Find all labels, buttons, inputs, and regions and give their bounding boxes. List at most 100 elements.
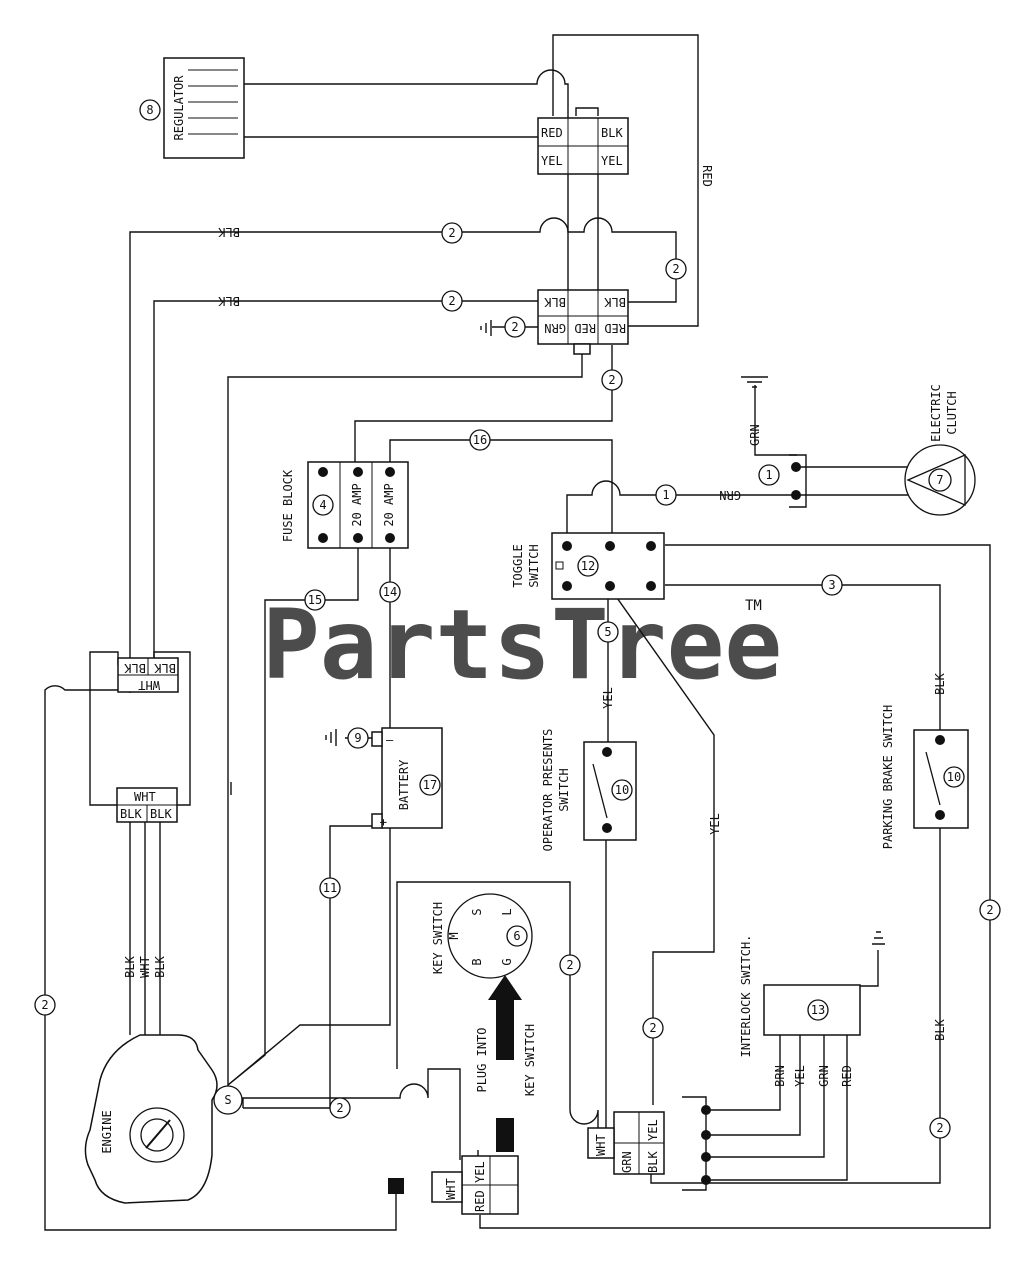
wire-label: BLK <box>933 1018 947 1040</box>
wire-label: BLK <box>123 955 137 977</box>
wire-number-text: 2 <box>608 373 615 387</box>
wire-label: BLK <box>153 955 167 977</box>
connector-cell: BLK <box>154 661 176 675</box>
wire-number-text: 2 <box>936 1121 943 1135</box>
toggle-switch-number: 12 <box>581 559 595 573</box>
key-switch-label: KEY SWITCH <box>431 902 445 974</box>
wire-number-text: 1 <box>765 468 772 482</box>
wire-number: 15 <box>304 589 326 611</box>
ground-block <box>388 1178 404 1194</box>
connector-engine-upper: BLK BLK WHT <box>117 657 179 693</box>
interlock-lead-label: RED <box>840 1065 854 1087</box>
wire-number: 2 <box>504 316 526 338</box>
wire-number: 2 <box>601 369 623 391</box>
starter-label: S <box>224 1093 231 1107</box>
wire-number: 2 <box>559 954 581 976</box>
wire-number: 2 <box>441 222 463 244</box>
connector-cell: RED <box>604 321 626 335</box>
key-switch-terminal-b: B <box>470 958 484 965</box>
fuse-block-number: 4 <box>319 498 326 512</box>
wire-label: BLK <box>218 225 240 239</box>
regulator-number: 8 <box>146 103 153 117</box>
battery-plus: + <box>376 819 390 826</box>
connector-cell: YEL <box>646 1119 660 1141</box>
wire-number-text: 2 <box>566 958 573 972</box>
operator-switch-number: 10 <box>615 783 629 797</box>
parking-brake-switch: 10 PARKING BRAKE SWITCH <box>881 705 969 850</box>
wire-label: BLK <box>218 294 240 308</box>
operator-switch-label-1: OPERATOR PRESENTS <box>541 729 555 852</box>
parking-brake-switch-label: PARKING BRAKE SWITCH <box>881 705 895 850</box>
interlock-switch: 13 INTERLOCK SWITCH. BRN YEL GRN RED <box>701 935 861 1185</box>
connector-cell: BLK <box>646 1151 660 1173</box>
starter: S <box>213 1085 243 1115</box>
parking-brake-switch-number: 10 <box>947 770 961 784</box>
wire-number-text: 15 <box>308 593 322 607</box>
wire-number-text: 3 <box>828 578 835 592</box>
connector-cell: RED <box>541 126 563 140</box>
connector-reg-lower: BLK BLK GRN RED RED <box>537 289 629 355</box>
wiring <box>44 34 991 1231</box>
wire-number: 2 <box>329 1097 351 1119</box>
connector-cell: BLK <box>124 661 146 675</box>
wire-number: 5 <box>597 621 619 643</box>
connector-cell: WHT <box>138 678 160 692</box>
key-switch-terminal-m: M <box>447 932 461 939</box>
wire-label: YEL <box>601 687 615 709</box>
wire-label: WHT <box>138 956 152 978</box>
wire-number-text: 2 <box>41 998 48 1012</box>
connector-cell: WHT <box>444 1178 458 1200</box>
wire-number: 16 <box>469 429 491 451</box>
toggle-switch-label-1: TOGGLE <box>511 544 525 587</box>
wire-number: 3 <box>821 574 843 596</box>
interlock-lead-label: BRN <box>773 1065 787 1087</box>
key-switch-terminal-s: S <box>470 908 484 915</box>
key-switch-terminal-g: G <box>500 958 514 965</box>
engine-label: ENGINE <box>100 1110 114 1153</box>
operator-presents-switch: 10 OPERATOR PRESENTS SWITCH <box>541 729 637 852</box>
watermark: PartsTree <box>262 589 782 701</box>
fuse-block-label: FUSE BLOCK <box>281 469 295 542</box>
wire-number-text: 2 <box>448 294 455 308</box>
watermark-tm: TM <box>745 598 762 614</box>
wire-number: 2 <box>34 994 56 1016</box>
connector-cell: WHT <box>134 790 156 804</box>
wire-number-text: 2 <box>649 1021 656 1035</box>
wire-label: GRN <box>748 424 762 446</box>
key-switch-number: 6 <box>513 929 520 943</box>
connector-key-plug: WHT YEL RED <box>431 1155 519 1215</box>
key-switch-terminal-l: L <box>500 908 514 915</box>
interlock-lead-label: GRN <box>817 1065 831 1087</box>
battery-number: 17 <box>423 778 437 792</box>
wire-number: 2 <box>441 290 463 312</box>
wire-number-text: 5 <box>604 625 611 639</box>
wire-number: 1 <box>758 464 780 486</box>
connector-cell: GRN <box>620 1151 634 1173</box>
fuse-b-label: 20 AMP <box>382 483 396 526</box>
wire-label: GRN <box>719 488 741 502</box>
battery-minus: — <box>386 733 394 747</box>
toggle-switch-label-2: SWITCH <box>527 544 541 587</box>
key-switch: M S L B G 6 KEY SWITCH <box>431 893 533 979</box>
wire-number: 2 <box>929 1117 951 1139</box>
wire-label: RED <box>700 165 714 187</box>
wire-number: 1 <box>655 484 677 506</box>
connector-cell: BLK <box>604 295 626 309</box>
connector-cell: WHT <box>594 1134 608 1156</box>
wire-number: 14 <box>379 581 401 603</box>
wire-label: YEL <box>708 813 722 835</box>
wire-number-text: 14 <box>383 585 397 599</box>
connector-cell: RED <box>574 321 596 335</box>
plug-note-line-1: PLUG INTO <box>475 1027 489 1092</box>
fuse-a-label: 20 AMP <box>350 483 364 526</box>
electric-clutch: 7 ELECTRIC CLUTCH <box>791 384 976 516</box>
connector-cell: YEL <box>473 1161 487 1183</box>
wire-number-text: 11 <box>323 881 337 895</box>
wire-number-text: 2 <box>986 903 993 917</box>
wire-number: 2 <box>979 899 1001 921</box>
wire-number-text: 2 <box>336 1101 343 1115</box>
connector-cell: YEL <box>541 154 563 168</box>
wire-number-text: 16 <box>473 433 487 447</box>
interlock-switch-number: 13 <box>811 1003 825 1017</box>
